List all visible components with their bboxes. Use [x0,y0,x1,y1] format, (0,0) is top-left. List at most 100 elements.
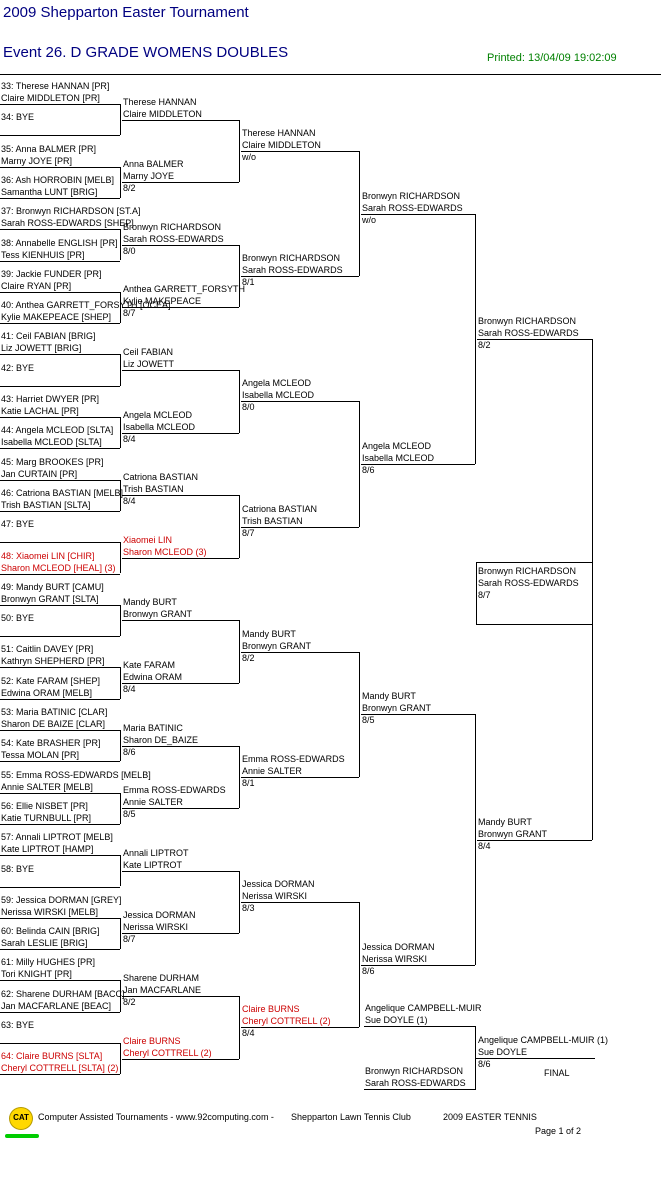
draw-connector [120,479,121,511]
round3-entry-name2: Annie SALTER [242,765,302,776]
draw-entry-line [0,448,120,450]
round4-entry-line [361,463,475,465]
draw-entry-line [0,917,120,919]
final-label: FINAL [544,1068,570,1078]
round4-entry-name1: Bronwyn RICHARDSON [362,190,461,201]
round2-entry-line [122,432,239,434]
draw-entry-line [0,1074,120,1076]
draw-entry-name2: Kylie MAKEPEACE [SHEP] [1,312,112,323]
draw-connector [120,792,121,824]
round3-entry-line [241,150,359,152]
draw-entry-name2: Marny JOYE [PR] [1,155,73,166]
final-bottom-a: Bronwyn RICHARDSON [365,1066,464,1076]
round2-entry-line [122,119,239,121]
round2-entry-score: 8/4 [123,433,136,444]
draw-entry-name2: Claire MIDDLETON [PR] [1,93,100,103]
round4-entry-name2: Sarah ROSS-EDWARDS [362,202,463,213]
round2-entry-line [122,557,239,559]
round3-entry-name2: Cheryl COTTRELL (2) [242,1016,331,1027]
draw-connector [120,354,121,386]
draw-entry-line [0,542,120,544]
round2-entry-name2: Bronwyn GRANT [123,609,193,620]
round2-entry-score: 8/2 [123,997,136,1008]
round2-entry-name1: Xiaomei LIN [123,534,173,545]
round3-entry-name1: Bronwyn RICHARDSON [242,253,341,264]
round4-entry-line [361,964,475,966]
round2-entry-name1: Emma ROSS-EDWARDS [123,785,226,796]
round5-entry-name2: Bronwyn GRANT [478,828,548,839]
logo-underline [5,1134,39,1138]
round3-entry-name2: Trish BASTIAN [242,515,303,526]
round2-entry-name1: Bronwyn RICHARDSON [123,221,222,232]
draw-connector [120,917,121,950]
draw-entry-name2: Katie TURNBULL [PR] [1,812,92,823]
round4-entry-line [361,714,475,716]
round3-entry-name1: Mandy BURT [242,628,296,639]
round2-entry-score: 8/5 [123,809,136,820]
draw-entry-name1: 35: Anna BALMER [PR] [1,143,97,154]
round6-entry-score: 8/7 [478,590,491,601]
round2-entry-name1: Claire BURNS [123,1035,181,1046]
round2-connector [239,244,240,308]
final-winner-b: Sue DOYLE [478,1047,528,1057]
round2-entry-name2: Sharon DE_BAIZE [123,734,199,745]
final-score: 8/6 [478,1059,491,1069]
draw-entry-line [0,730,120,731]
round3-entry-name1: Therese HANNAN [242,127,316,138]
round3-entry-name1: Emma ROSS-EDWARDS [242,753,345,764]
draw-entry-name2: Sharon DE BAIZE [CLAR] [1,719,106,729]
round2-entry-name2: Jan MACFARLANE [123,985,202,996]
round5-entry-name1: Bronwyn RICHARDSON [478,315,577,326]
round3-entry-name1: Angela MCLEOD [242,378,312,389]
draw-entry-name2: Kathryn SHEPHERD [PR] [1,656,105,667]
draw-entry-name1: 62: Sharene DURHAM [BACC] [1,988,125,999]
draw-entry-line [0,135,120,137]
draw-entry-line [0,166,120,168]
final-connector [475,1026,476,1090]
round2-entry-name1: Mandy BURT [123,597,177,608]
draw-entry-name2: Annie SALTER [MELB] [1,781,93,792]
round4-entry-name2: Nerissa WIRSKI [362,953,428,964]
header-divider [0,74,661,75]
draw-entry-line [0,417,120,418]
round2-entry-name2: Sarah ROSS-EDWARDS [123,233,224,244]
round2-entry-line [122,370,239,372]
draw-entry-line [0,573,120,575]
draw-connector [120,855,121,887]
round2-entry-name2: Isabella MCLEOD [123,421,196,432]
draw-entry-name2: Isabella MCLEOD [SLTA] [1,437,102,448]
draw-entry-name1: 38: Annabelle ENGLISH [PR] [1,237,118,248]
round2-entry-line [122,745,239,747]
round6-box-top [476,562,592,564]
round3-entry-line [241,776,359,778]
round6-box-left [476,562,477,625]
draw-connector [120,229,121,261]
round6-box-bottom [476,624,592,626]
round2-entry-name2: Kylie MAKEPEACE [123,296,202,307]
round3-entry-score: 8/4 [242,1028,255,1039]
draw-entry-name2: Tess KIENHUIS [PR] [1,249,85,260]
draw-entry-name2: Sharon MCLEOD [HEAL] (3) [1,562,116,573]
round2-entry-line [122,870,239,872]
draw-connector [120,667,121,699]
draw-entry-name1: 40: Anthea GARRETT_FORSYTH [OCEA] [1,300,171,311]
draw-entry-name2: Cheryl COTTRELL [SLTA] (2) [1,1063,119,1074]
draw-entry-name1: 56: Ellie NISBET [PR] [1,800,88,811]
round4-entry-name1: Angela MCLEOD [362,440,432,451]
round2-entry-line [122,244,239,246]
draw-entry-name2: Tessa MOLAN [PR] [1,750,80,761]
draw-entry-name1: 57: Annali LIPTROT [MELB] [1,832,113,843]
round2-entry-line [122,307,239,309]
round4-connector [475,714,476,965]
draw-entry-line [0,385,120,387]
round3-entry-name2: Claire MIDDLETON [242,139,321,150]
round4-entry-name2: Isabella MCLEOD [362,452,435,463]
round3-entry-score: 8/1 [242,777,255,788]
round3-entry-name2: Isabella MCLEOD [242,390,315,401]
round4-entry-score: 8/6 [362,464,375,475]
round5-connector [592,338,593,840]
event-title: Event 26. D GRADE WOMENS DOUBLES [3,44,289,61]
round3-entry-name2: Sarah ROSS-EDWARDS [242,265,343,276]
draw-connector [120,104,121,136]
round2-entry-score: 8/4 [123,496,136,507]
